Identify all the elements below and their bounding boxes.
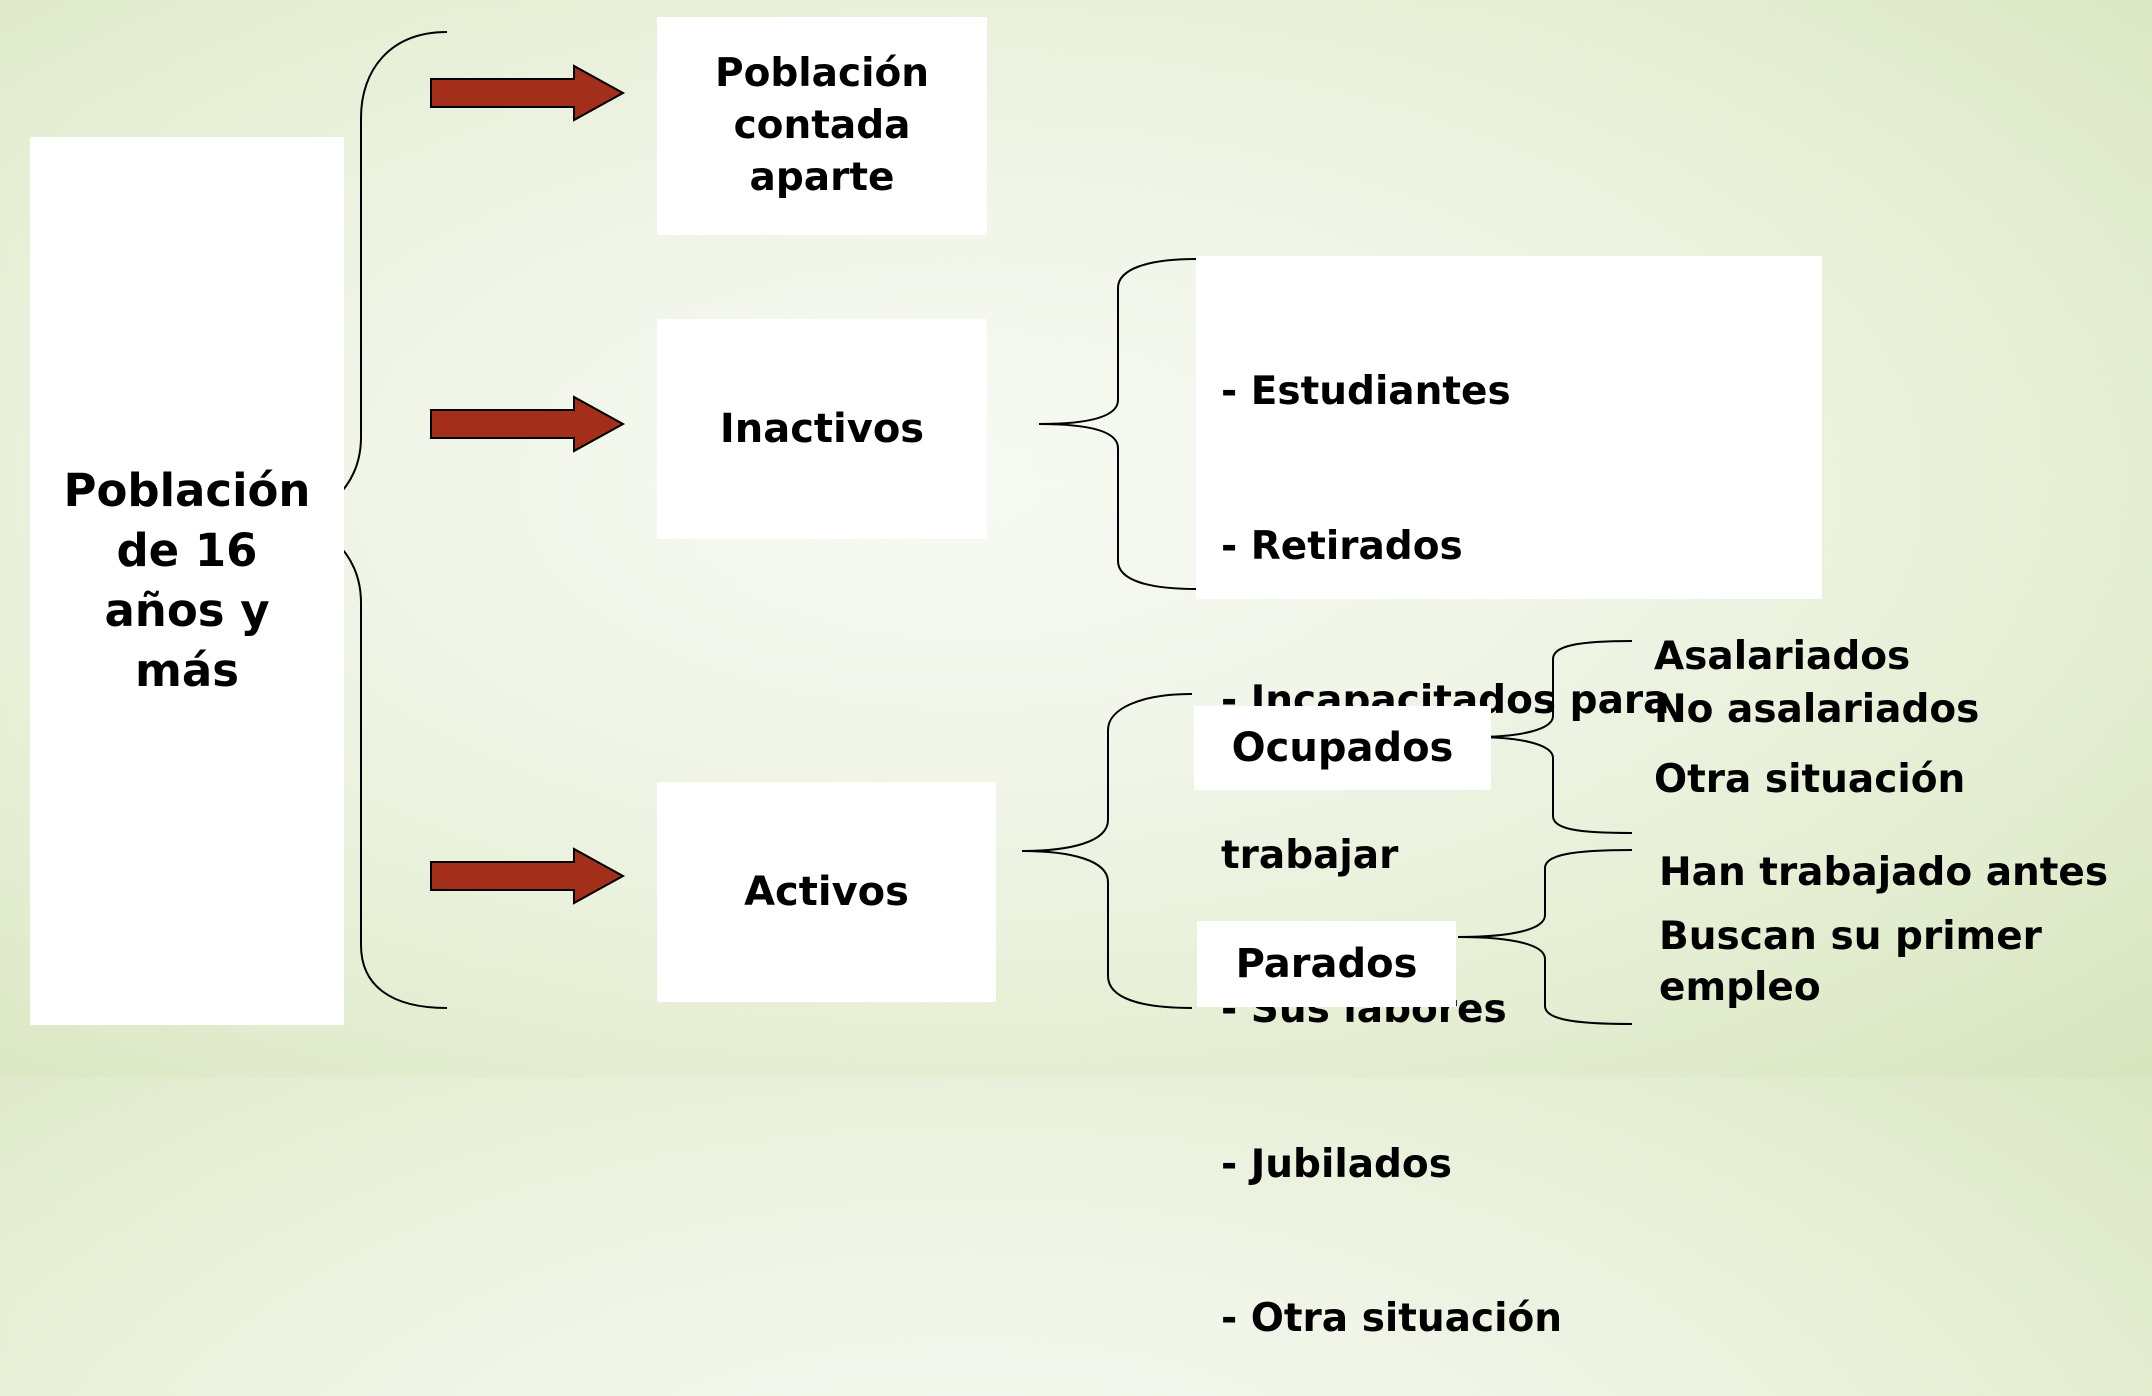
contada-aparte-box: Población contada aparte: [657, 17, 987, 235]
inactivos-list-item: - Estudiantes: [1221, 369, 1511, 414]
activos-box: Activos: [657, 782, 996, 1002]
parados-item-primer-empleo: Buscan su primer empleo: [1659, 914, 2042, 1010]
parados-item-han-trabajado: Han trabajado antes: [1659, 850, 2109, 895]
inactivos-list-item: - Jubilados: [1221, 1141, 1452, 1187]
activos-brace: [1021, 693, 1193, 1009]
parados-label: Parados: [1235, 941, 1418, 987]
inactivos-brace: [1038, 258, 1197, 590]
inactivos-list-item: - Otra situación: [1221, 1296, 1563, 1341]
ocupados-label: Ocupados: [1231, 725, 1454, 771]
inactivos-list-item: trabajar: [1221, 832, 1399, 878]
parados-brace: [1457, 849, 1633, 1025]
connector-layer: [275, 31, 1633, 1025]
root-node-box: Población de 16 años y más: [30, 137, 344, 1025]
parados-box: Parados: [1197, 921, 1456, 1007]
arrow-aparte: [430, 64, 626, 122]
contada-aparte-label: Población contada aparte: [714, 51, 930, 200]
inactivos-list-box: [1196, 256, 1822, 599]
ocupados-box: Ocupados: [1194, 706, 1491, 790]
root-node-label: Población de 16 años y más: [63, 464, 311, 697]
inactivos-list-item: - Retirados: [1221, 523, 1463, 569]
ocupados-item-asalariados: Asalariados: [1654, 634, 1911, 679]
activos-label: Activos: [744, 869, 909, 915]
inactivos-list: - Estudiantes - Retirados - Incapacitado…: [1221, 263, 1669, 1396]
arrow-inactivos: [430, 395, 626, 453]
inactivos-label: Inactivos: [719, 406, 925, 452]
ocupados-item-no-asalariados: No asalariados: [1654, 687, 1980, 732]
ocupados-item-otra-situacion: Otra situación: [1654, 757, 1966, 802]
inactivos-box: Inactivos: [657, 319, 987, 539]
arrow-activos: [430, 847, 626, 905]
